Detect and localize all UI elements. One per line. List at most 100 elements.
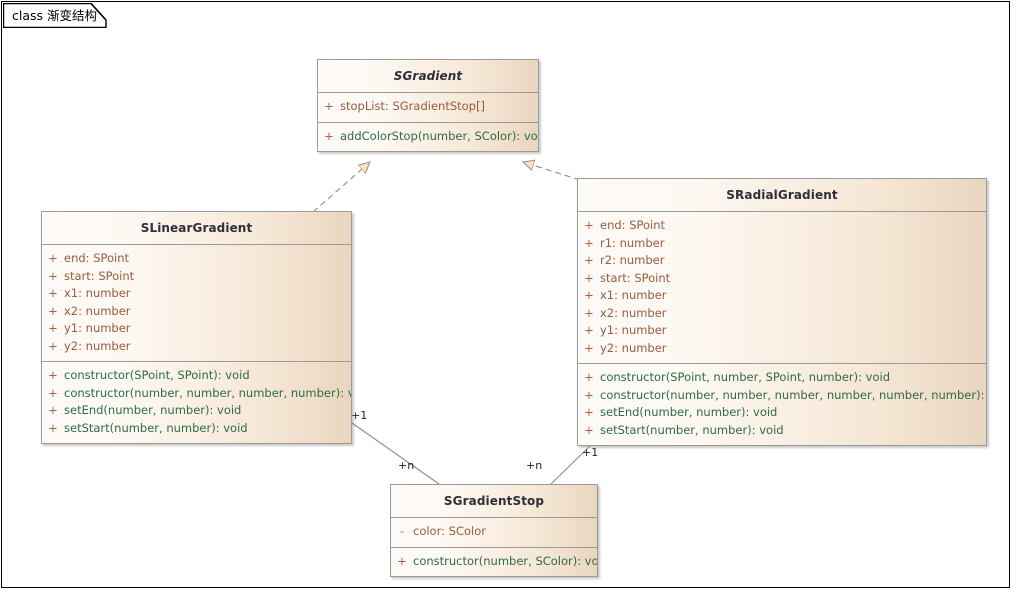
visibility-marker: + [48, 286, 58, 300]
class-name-sgradient: SGradient [318, 60, 538, 93]
visibility-marker: + [48, 368, 58, 382]
attribute-row: + end: SPoint [578, 217, 986, 235]
attribute-text: y1: number [600, 323, 667, 337]
class-name-sgradientstop: SGradientStop [391, 485, 597, 518]
visibility-marker: + [584, 422, 594, 437]
visibility-marker: + [584, 387, 594, 402]
diagram-frame: class 渐变结构 +1 +n +n +1 SGradient [1, 1, 1010, 588]
attributes-section-slineargradient: + end: SPoint + start: SPoint + x1: numb… [42, 245, 351, 361]
methods-section-sradialgradient: + constructor(SPoint, number, SPoint, nu… [578, 363, 986, 445]
attribute-text: start: SPoint [600, 270, 671, 285]
attribute-row: + x1: number [42, 285, 351, 303]
method-text: constructor(SPoint, number, SPoint, numb… [600, 370, 891, 384]
visibility-marker: + [584, 288, 594, 302]
attribute-text: x2: number [64, 303, 131, 318]
attributes-section-sgradient: + stopList: SGradientStop[] [318, 93, 538, 122]
attribute-text: y2: number [600, 340, 667, 355]
attribute-text: end: SPoint [600, 218, 666, 232]
methods-section-slineargradient: + constructor(SPoint, SPoint): void + co… [42, 361, 351, 443]
attribute-text: start: SPoint [64, 268, 135, 283]
method-row: + setStart(number, number): void [42, 420, 351, 438]
class-name-slineargradient: SLinearGradient [42, 212, 351, 245]
multiplicity-radial-n: +n [526, 459, 543, 472]
class-box-sgradientstop[interactable]: SGradientStop - color: SColor + construc… [390, 484, 598, 577]
method-row: + constructor(SPoint, SPoint): void [42, 367, 351, 385]
multiplicity-linear-1: +1 [351, 409, 368, 422]
attribute-text: y1: number [64, 321, 131, 335]
visibility-marker: + [48, 303, 58, 318]
method-text: constructor(number, SColor): void [413, 553, 598, 568]
visibility-marker: + [48, 385, 58, 400]
attribute-row: + end: SPoint [42, 250, 351, 268]
method-row: + constructor(number, number, number, nu… [42, 385, 351, 403]
methods-section-sgradient: + addColorStop(number, SColor): void [318, 121, 538, 152]
method-text: addColorStop(number, SColor): void [340, 128, 539, 143]
attribute-text: r1: number [600, 235, 665, 250]
visibility-marker: + [584, 253, 594, 267]
visibility-marker: + [48, 321, 58, 335]
visibility-marker: + [584, 270, 594, 285]
attribute-row: + y1: number [42, 320, 351, 338]
visibility-marker: + [324, 128, 334, 143]
visibility-marker: + [584, 340, 594, 355]
method-row: + setEnd(number, number): void [578, 404, 986, 422]
attribute-text: y2: number [64, 338, 131, 353]
attribute-row: + start: SPoint [578, 270, 986, 288]
attribute-text: end: SPoint [64, 251, 130, 265]
visibility-marker: + [48, 338, 58, 353]
method-row: + constructor(number, SColor): void [391, 553, 597, 571]
method-text: constructor(number, number, number, numb… [600, 387, 987, 402]
attribute-text: r2: number [600, 253, 665, 267]
attribute-text: x2: number [600, 305, 667, 320]
visibility-marker: + [584, 405, 594, 419]
method-row: + constructor(SPoint, number, SPoint, nu… [578, 369, 986, 387]
method-text: setEnd(number, number): void [64, 403, 242, 417]
visibility-marker: + [48, 251, 58, 265]
multiplicity-linear-n: +n [398, 459, 415, 472]
attribute-text: color: SColor [413, 524, 486, 538]
edge-sradialgradient-to-sgradient [523, 162, 581, 181]
visibility-marker: + [324, 99, 334, 113]
method-text: constructor(number, number, number, numb… [64, 385, 352, 400]
attribute-row: + start: SPoint [42, 268, 351, 286]
method-text: setEnd(number, number): void [600, 405, 778, 419]
attribute-row: + r1: number [578, 235, 986, 253]
attribute-text: stopList: SGradientStop[] [340, 99, 485, 113]
method-text: setStart(number, number): void [600, 422, 784, 437]
diagram-title: class 渐变结构 [12, 8, 98, 23]
visibility-marker: + [584, 323, 594, 337]
attribute-row: + y2: number [42, 338, 351, 356]
method-text: setStart(number, number): void [64, 420, 248, 435]
attribute-row: + r2: number [578, 252, 986, 270]
attributes-section-sgradientstop: - color: SColor [391, 518, 597, 547]
method-row: + setStart(number, number): void [578, 422, 986, 440]
attribute-row: + x1: number [578, 287, 986, 305]
visibility-marker: + [48, 268, 58, 283]
visibility-marker: + [48, 403, 58, 417]
visibility-marker: + [48, 420, 58, 435]
attribute-row: + x2: number [578, 305, 986, 323]
class-name-sradialgradient: SRadialGradient [578, 179, 986, 212]
method-row: + constructor(number, number, number, nu… [578, 387, 986, 405]
visibility-marker: + [397, 553, 407, 568]
class-box-slineargradient[interactable]: SLinearGradient + end: SPoint + start: S… [41, 211, 352, 444]
multiplicity-radial-1: +1 [582, 446, 599, 459]
attribute-text: x1: number [64, 286, 131, 300]
edge-slineargradient-to-sgradient [312, 162, 370, 213]
attribute-row: + stopList: SGradientStop[] [318, 98, 538, 116]
class-box-sradialgradient[interactable]: SRadialGradient + end: SPoint + r1: numb… [577, 178, 987, 446]
method-row: + addColorStop(number, SColor): void [318, 128, 538, 146]
attribute-row: + x2: number [42, 303, 351, 321]
edge-slineargradient-to-sgradientstop [351, 422, 440, 485]
visibility-marker: + [584, 370, 594, 384]
attribute-text: x1: number [600, 288, 667, 302]
method-text: constructor(SPoint, SPoint): void [64, 368, 250, 382]
visibility-marker: + [584, 218, 594, 232]
methods-section-sgradientstop: + constructor(number, SColor): void [391, 546, 597, 577]
visibility-marker: + [584, 235, 594, 250]
visibility-marker: + [584, 305, 594, 320]
attribute-row: + y1: number [578, 322, 986, 340]
attributes-section-sradialgradient: + end: SPoint + r1: number + r2: number … [578, 212, 986, 363]
attribute-row: - color: SColor [391, 523, 597, 541]
class-box-sgradient[interactable]: SGradient + stopList: SGradientStop[] + … [317, 59, 539, 152]
